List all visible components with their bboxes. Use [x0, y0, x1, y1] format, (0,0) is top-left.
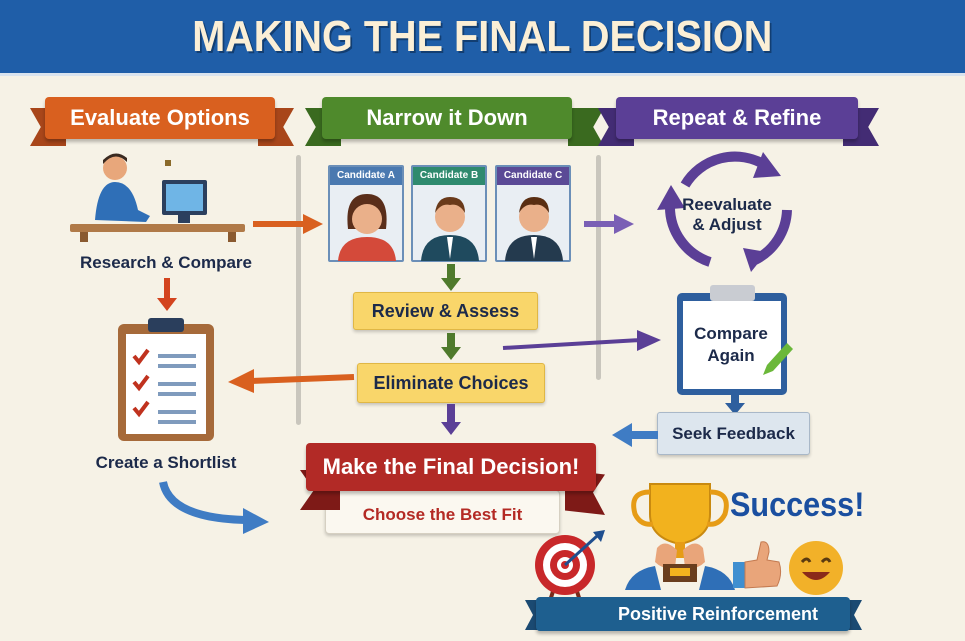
arrow-down-icon: [157, 278, 177, 311]
candidate-avatar: [505, 197, 563, 261]
review-assess-box: Review & Assess: [353, 292, 538, 330]
candidate-card-c[interactable]: Candidate C: [495, 165, 571, 262]
create-shortlist-label: Create a Shortlist: [95, 453, 237, 472]
candidate-avatar: [338, 194, 396, 261]
section-banner-narrow: Narrow it Down: [322, 97, 572, 139]
candidate-avatar: [421, 197, 479, 261]
curved-arrow-icon: [159, 480, 269, 534]
column-divider: [296, 155, 301, 425]
page-title: MAKING THE FINAL DECISION: [192, 11, 773, 61]
arrow-down-icon: [441, 404, 461, 435]
again-line: Again: [707, 346, 755, 365]
smiley-face-icon: [789, 541, 843, 595]
candidate-name: Candidate B: [413, 167, 485, 185]
reevaluate-line: Reevaluate: [682, 195, 772, 214]
candidate-name: Candidate C: [497, 167, 569, 185]
arrow-right-icon: [584, 214, 634, 234]
reevaluate-adjust-label: Reevaluate & Adjust: [667, 195, 787, 235]
thumbs-up-icon: [733, 541, 782, 589]
column-divider: [596, 155, 601, 380]
choose-best-fit-card: Choose the Best Fit: [325, 490, 560, 534]
arrow-down-icon: [441, 333, 461, 360]
banner-tail: [568, 108, 604, 146]
checklist-clipboard-icon: [118, 318, 214, 441]
research-compare-label: Research & Compare: [80, 253, 252, 272]
eliminate-choices-box: Eliminate Choices: [357, 363, 545, 403]
person-at-computer-icon: [70, 153, 245, 242]
compare-line: Compare: [694, 324, 768, 343]
header-bar: MAKING THE FINAL DECISION: [0, 0, 965, 76]
candidate-card-b[interactable]: Candidate B: [411, 165, 487, 262]
arrow-left-icon: [612, 423, 658, 447]
candidate-name: Candidate A: [330, 167, 402, 185]
target-icon: [535, 530, 605, 605]
arrow-down-icon: [441, 264, 461, 291]
arrow-right-icon: [502, 330, 661, 351]
success-text: Success!: [730, 486, 865, 524]
compare-again-label: Compare Again: [675, 323, 787, 367]
arrow-right-icon: [253, 214, 323, 234]
seek-feedback-box: Seek Feedback: [657, 412, 810, 455]
adjust-line: & Adjust: [692, 215, 762, 234]
arrow-left-icon: [228, 369, 355, 393]
positive-reinforcement-banner: Positive Reinforcement: [536, 597, 850, 631]
candidate-card-a[interactable]: Candidate A: [328, 165, 404, 262]
arrow-down-icon: [725, 394, 745, 415]
section-banner-evaluate: Evaluate Options: [45, 97, 275, 139]
section-banner-refine: Repeat & Refine: [616, 97, 858, 139]
final-decision-banner: Make the Final Decision!: [306, 443, 596, 491]
choose-best-fit-label: Choose the Best Fit: [362, 505, 523, 524]
trophy-icon: [625, 483, 735, 590]
compare-clipboard-icon: [677, 285, 793, 395]
cycle-arrows-icon: [657, 151, 792, 272]
